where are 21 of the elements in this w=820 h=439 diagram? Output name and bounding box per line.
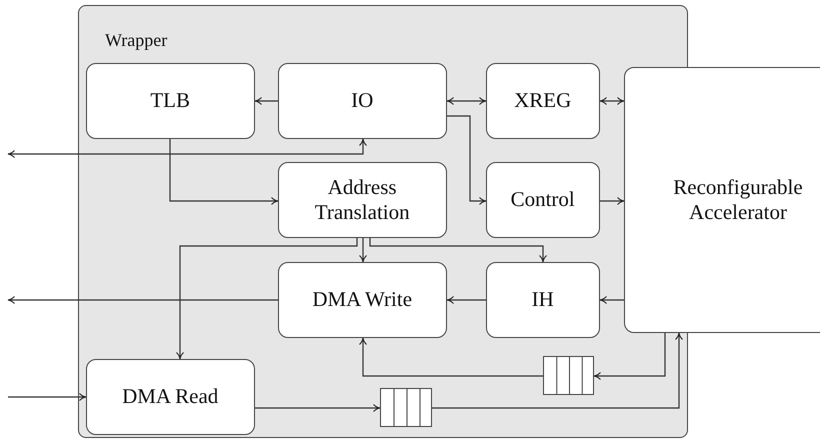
box-label: Reconfigurable Accelerator	[672, 174, 804, 226]
box-label: XREG	[514, 88, 572, 114]
process-box	[278, 262, 447, 338]
process-box	[278, 62, 447, 139]
process-box	[278, 162, 447, 238]
process-box	[86, 62, 255, 139]
container-title: Wrapper	[105, 30, 168, 52]
process-box	[86, 358, 255, 435]
accelerator-box	[624, 67, 820, 333]
process-box	[486, 62, 600, 139]
process-box	[486, 262, 600, 338]
box-label: Address Translation	[314, 174, 411, 225]
box-label: DMA Write	[312, 287, 412, 312]
box-label: DMA Read	[122, 384, 218, 410]
box-label: IH	[532, 287, 554, 312]
box-label: Control	[510, 187, 575, 212]
fifo-queue-drawing	[380, 388, 432, 427]
box-label: TLB	[150, 88, 190, 114]
box-label: IO	[351, 88, 374, 114]
fifo-queue-drawing	[542, 356, 594, 395]
process-box	[486, 162, 600, 238]
